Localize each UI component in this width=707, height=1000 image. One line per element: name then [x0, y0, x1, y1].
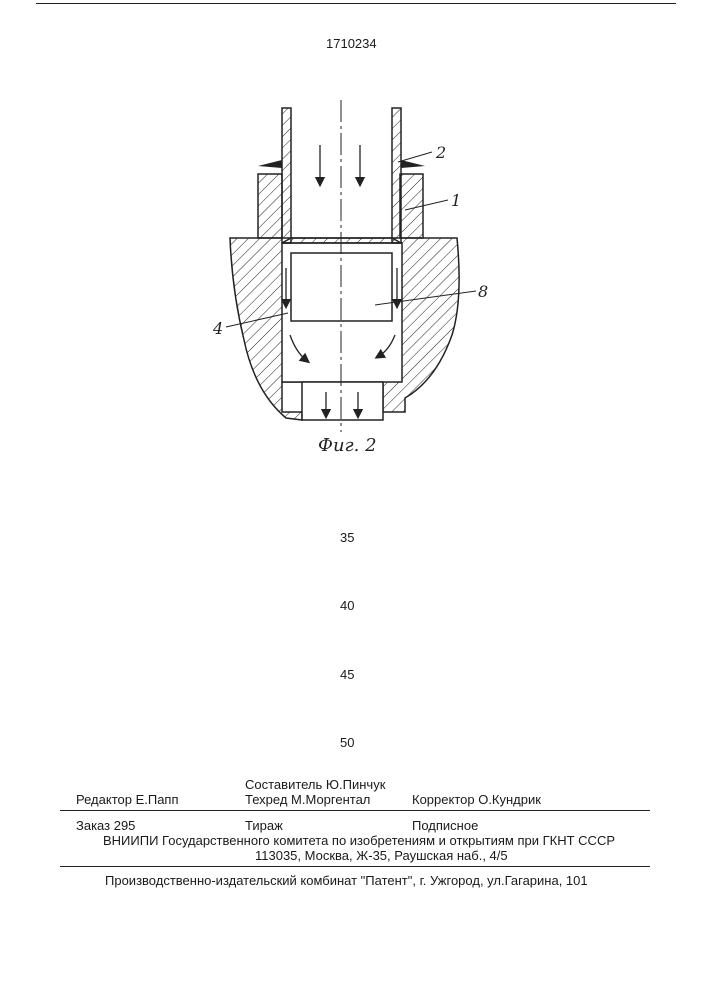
- figure-2-drawing: 2 1 8 4 Фиг. 2: [0, 0, 707, 470]
- ring-right: [400, 174, 423, 238]
- imprint-address: 113035, Москва, Ж-35, Раушская наб., 4/5: [255, 848, 508, 863]
- figure-caption: Фиг. 2: [318, 435, 377, 456]
- imprint-divider-2: [60, 866, 650, 867]
- imprint-publisher: Производственно-издательский комбинат "П…: [105, 873, 588, 888]
- tube-wall-right: [392, 108, 401, 243]
- leader-2: [398, 152, 432, 162]
- imprint-corrector: Корректор О.Кундрик: [412, 792, 541, 807]
- imprint-divider-1: [60, 810, 650, 811]
- edge-left: [258, 160, 282, 168]
- ring-left: [258, 174, 282, 238]
- line-number-35: 35: [340, 530, 354, 545]
- imprint-compiler: Составитель Ю.Пинчук: [245, 777, 385, 792]
- imprint-order: Заказ 295: [76, 818, 135, 833]
- tube-wall-left: [282, 108, 291, 243]
- imprint-techeditor: Техред М.Моргентал: [245, 792, 370, 807]
- imprint-editor: Редактор Е.Папп: [76, 792, 179, 807]
- callout-1: 1: [451, 191, 461, 210]
- imprint-circulation: Тираж: [245, 818, 283, 833]
- edge-right: [401, 160, 425, 168]
- imprint-institution: ВНИИПИ Государственного комитета по изоб…: [103, 833, 615, 848]
- line-number-40: 40: [340, 598, 354, 613]
- callout-2: 2: [435, 143, 446, 162]
- outlet-channel: [302, 382, 383, 420]
- line-number-45: 45: [340, 667, 354, 682]
- line-number-50: 50: [340, 735, 354, 750]
- imprint-subscription: Подписное: [412, 818, 478, 833]
- callout-8: 8: [478, 282, 488, 301]
- callout-4: 4: [212, 319, 223, 338]
